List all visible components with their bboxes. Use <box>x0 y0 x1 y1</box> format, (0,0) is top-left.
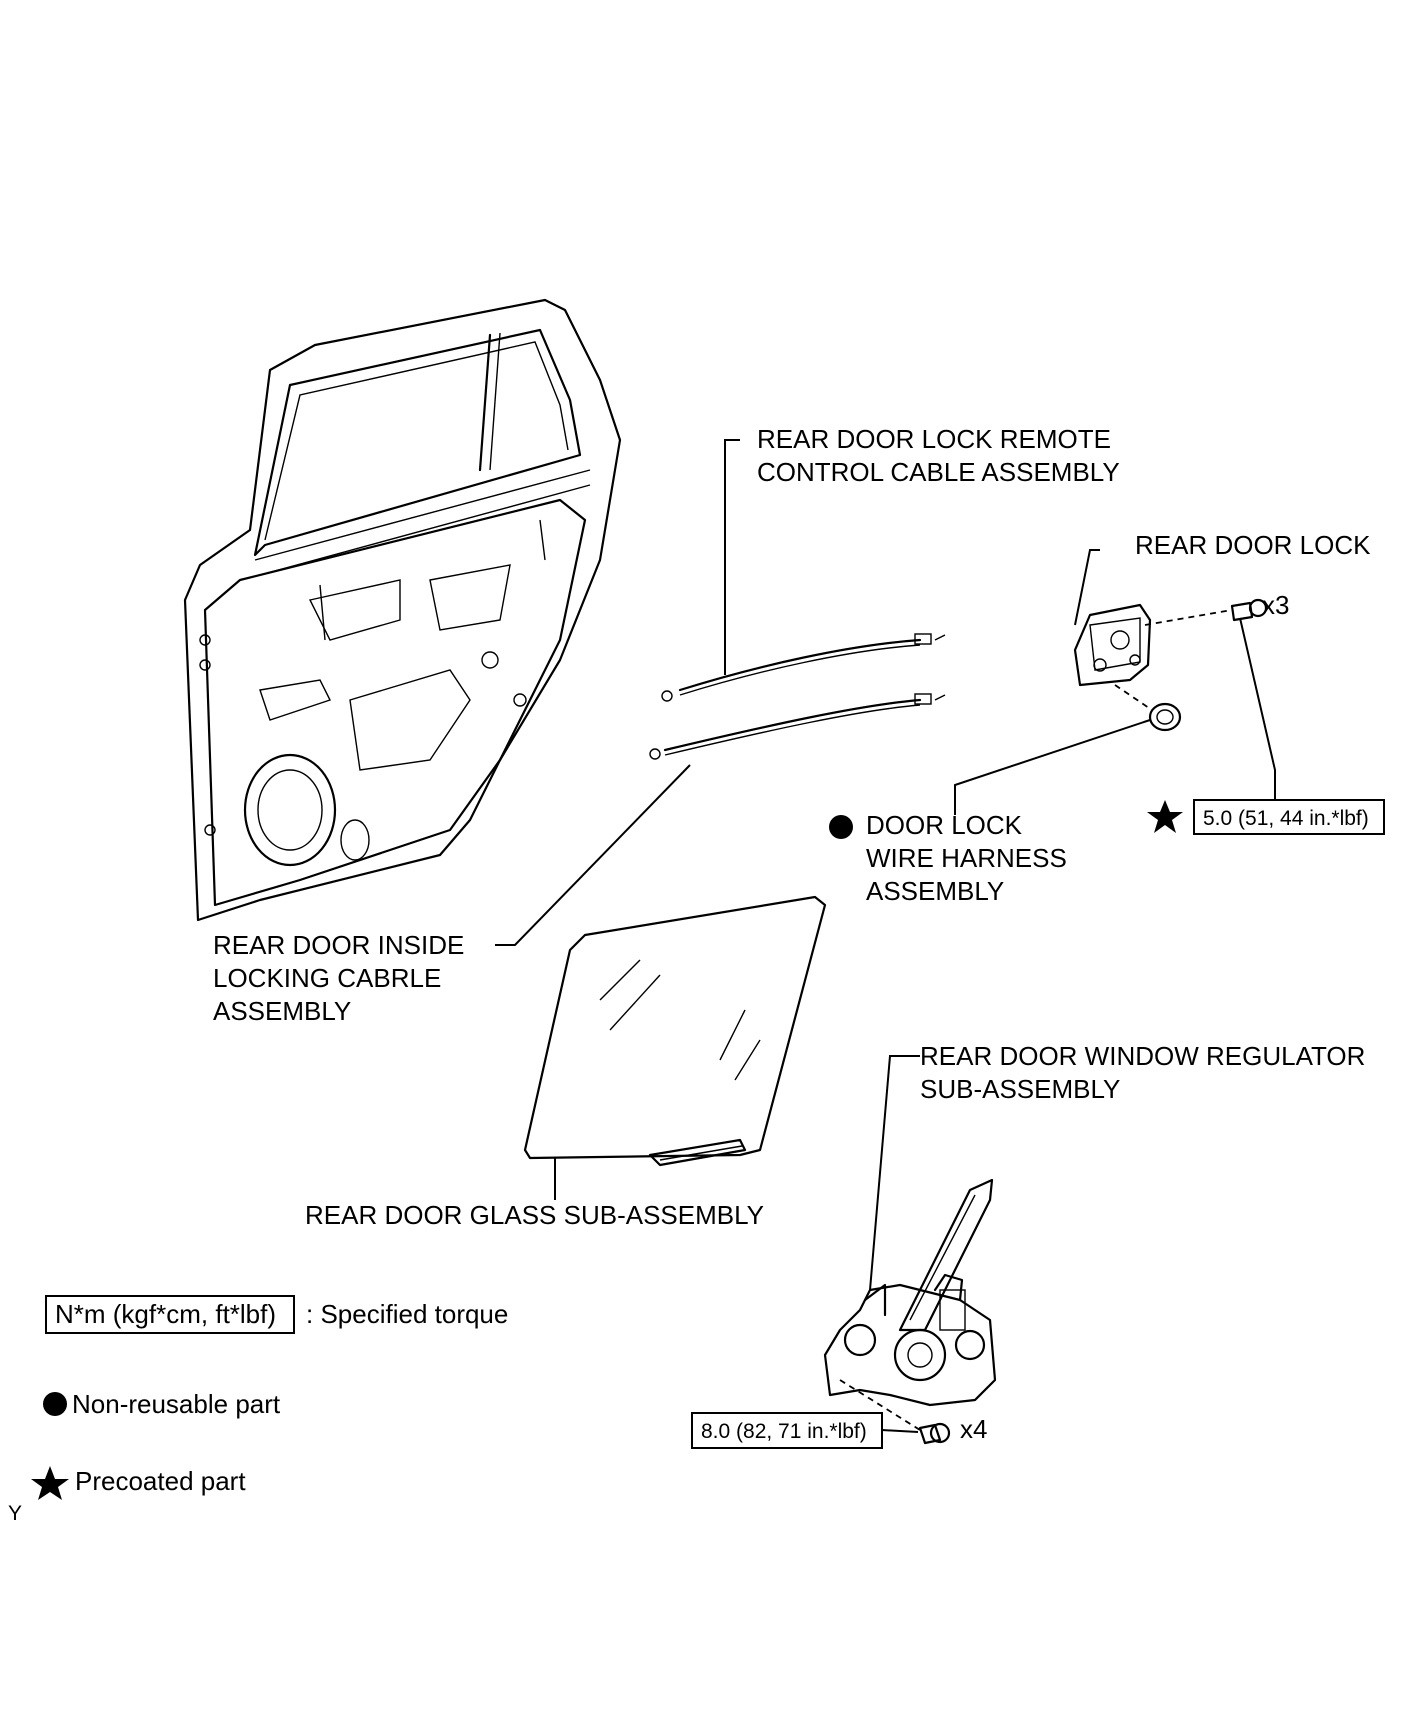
legend: N*m (kgf*cm, ft*lbf) : Specified torque … <box>31 1295 508 1500</box>
legend-precoated-label: Precoated part <box>75 1466 246 1496</box>
door-lock-drawing <box>1073 598 1268 732</box>
wire-harness-label-line1: DOOR LOCK <box>866 810 1023 840</box>
glass-label: REAR DOOR GLASS SUB-ASSEMBLY <box>305 1200 764 1230</box>
legend-torque-description: : Specified torque <box>306 1299 508 1329</box>
rear-door-panel-drawing <box>183 298 622 922</box>
inside-locking-cable-drawing <box>649 693 946 760</box>
door-lock-precoated-star <box>1147 800 1183 833</box>
door-lock-label: REAR DOOR LOCK <box>1135 530 1371 560</box>
legend-precoated-star <box>31 1466 69 1500</box>
door-lock-torque-box <box>1193 799 1385 835</box>
remote-cable-label-line2: CONTROL CABLE ASSEMBLY <box>757 457 1120 487</box>
remote-cable-label-line1: REAR DOOR LOCK REMOTE <box>757 424 1111 454</box>
legend-torque-units: N*m (kgf*cm, ft*lbf) <box>55 1299 276 1329</box>
wire-harness-label-line2: WIRE HARNESS <box>866 843 1067 873</box>
legend-torque-box <box>45 1295 295 1334</box>
regulator-label-line1: REAR DOOR WINDOW REGULATOR <box>920 1041 1365 1071</box>
regulator-label-line2: SUB-ASSEMBLY <box>920 1074 1120 1104</box>
door-glass-drawing <box>523 895 827 1167</box>
regulator-torque-box <box>691 1412 883 1449</box>
door-lock-quantity: x3 <box>1262 590 1289 620</box>
window-regulator-drawing <box>823 1178 997 1445</box>
wire-harness-label-line3: ASSEMBLY <box>866 876 1004 906</box>
wire-harness-non-reusable-dot <box>829 815 853 839</box>
regulator-bolt-quantity: x4 <box>960 1414 987 1444</box>
corner-mark: Y <box>8 1502 22 1525</box>
inside-cable-label-line2: LOCKING CABRLE <box>213 963 441 993</box>
inside-cable-label-line3: ASSEMBLY <box>213 996 351 1026</box>
door-lock-torque-value: 5.0 (51, 44 in.*lbf) <box>1203 807 1369 830</box>
inside-cable-label-line1: REAR DOOR INSIDE <box>213 930 464 960</box>
remote-control-cable-drawing <box>661 633 946 702</box>
legend-non-reusable-dot <box>43 1392 67 1416</box>
legend-non-reusable-label: Non-reusable part <box>72 1389 281 1419</box>
regulator-torque-value: 8.0 (82, 71 in.*lbf) <box>701 1420 867 1443</box>
